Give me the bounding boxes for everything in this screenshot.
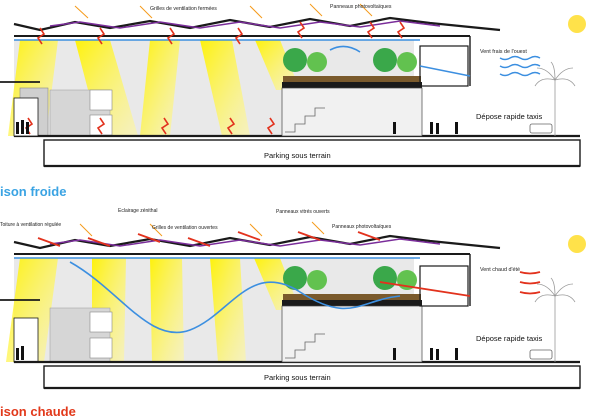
winter-planter (283, 76, 421, 82)
winter-canopy (419, 45, 469, 87)
label-parking: Parking sous terrain (264, 151, 331, 160)
winter-sunbeam (140, 40, 180, 136)
winter-heat-arrows (24, 21, 406, 135)
car-icon (529, 123, 553, 134)
winter-sunbeam (75, 40, 138, 136)
winter-stair (285, 107, 325, 133)
winter-sunbeam (200, 40, 250, 136)
summer-sunbeam (210, 258, 246, 362)
summer-lower-room (281, 305, 423, 363)
label-grilles-closed: Grilles de ventilation fermées (150, 6, 217, 12)
season-label-hot: ison chaude (0, 404, 76, 419)
label-west-wind: Vent frais de l'ouest (480, 49, 527, 55)
winter-lower-room (281, 87, 423, 137)
winter-west-wind (329, 45, 541, 77)
summer-planter (283, 294, 421, 300)
winter-roof-sun-rays (74, 3, 373, 19)
summer-window (89, 311, 113, 333)
tree-icon (283, 266, 307, 290)
winter-window (89, 89, 113, 111)
label-glass-open: Panneaux vitrés ouverts (276, 209, 330, 215)
summer-canopy (419, 265, 469, 307)
label-taxi-dropoff: Dépose rapide taxis (476, 112, 543, 121)
winter-pv-line (49, 20, 441, 29)
summer-sunbeam (150, 258, 184, 362)
summer-people (16, 346, 458, 360)
tree-icon (307, 52, 327, 72)
label-parking: Parking sous terrain (264, 373, 331, 382)
summer-mezzanine (282, 300, 422, 306)
season-label-cold: ison froide (0, 184, 66, 199)
label-pv-panels: Panneaux photovoltaïques (330, 4, 392, 10)
label-taxi-dropoff: Dépose rapide taxis (476, 334, 543, 343)
winter-section: Grilles de ventilation fermées Panneaux … (0, 3, 581, 199)
tree-icon (373, 48, 397, 72)
label-hot-wind: Vent chaud d'été (480, 267, 520, 273)
tree-icon (307, 270, 327, 290)
summer-window (89, 337, 113, 359)
palm-tree-icon (534, 61, 576, 136)
label-grilles-open: Grilles de ventilation ouvertes (152, 225, 218, 231)
car-icon (529, 349, 553, 360)
palm-tree-icon (534, 277, 576, 362)
tree-icon (283, 48, 307, 72)
winter-people (16, 120, 458, 134)
tree-icon (373, 266, 397, 290)
summer-stair (285, 333, 325, 359)
summer-airflow-blue (69, 261, 401, 334)
tree-icon (397, 52, 417, 72)
label-zenithal-light: Eclairage zénithal (118, 208, 157, 214)
summer-hot-air-arrows (37, 231, 541, 297)
label-pv-panels: Panneaux photovoltaïques (332, 224, 392, 230)
sun-icon (568, 15, 586, 33)
summer-section: Toiture à ventilation régulée Eclairage … (0, 208, 586, 419)
summer-roof-sun-rays (79, 221, 325, 237)
sun-icon (568, 235, 586, 253)
label-regulated-vent-roof: Toiture à ventilation régulée (0, 222, 61, 228)
winter-mezzanine (282, 82, 422, 88)
